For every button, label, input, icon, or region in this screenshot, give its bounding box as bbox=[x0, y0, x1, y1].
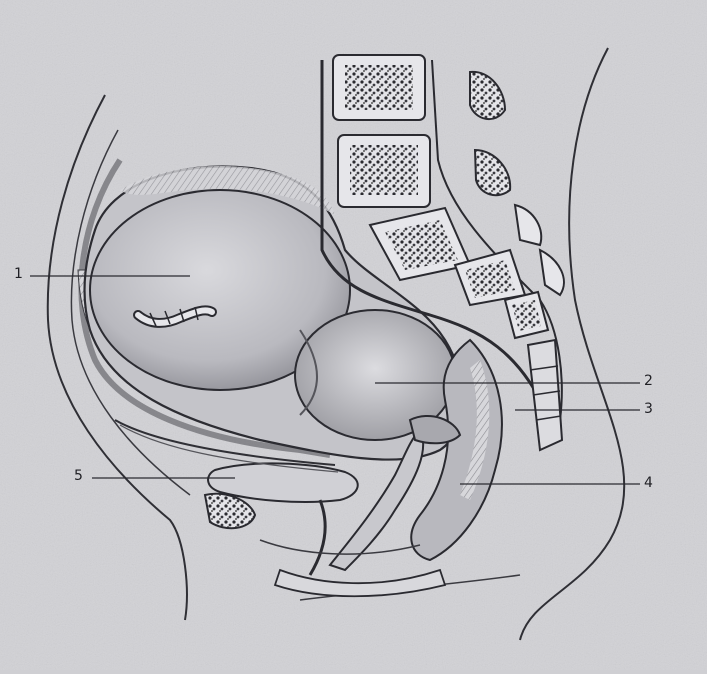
label-3: 3 bbox=[644, 401, 653, 417]
label-1: 1 bbox=[14, 266, 23, 282]
label-5: 5 bbox=[74, 468, 83, 484]
label-4: 4 bbox=[644, 475, 653, 491]
label-2: 2 bbox=[644, 373, 653, 389]
